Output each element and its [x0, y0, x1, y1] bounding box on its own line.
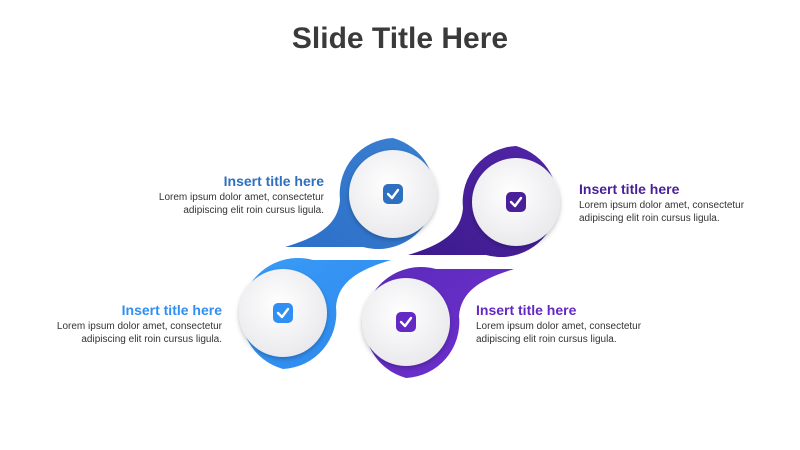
teardrop-bottom-right: [362, 266, 514, 378]
item-title-top-right: Insert title here: [579, 181, 680, 197]
item-desc-top-right: Lorem ipsum dolor amet, consectetur adip…: [579, 200, 800, 225]
desc-line-1: Lorem ipsum dolor amet, consectetur: [158, 192, 324, 203]
item-title-bottom-left: Insert title here: [121, 302, 222, 318]
item-title-bottom-right: Insert title here: [476, 302, 577, 318]
desc-line-1: Lorem ipsum dolor amet, consectetur: [56, 321, 222, 332]
text-block-bottom-left: Insert title here Lorem ipsum dolor amet…: [0, 302, 222, 346]
check-icon: [396, 312, 416, 332]
slide-title: Slide Title Here: [291, 22, 509, 55]
item-desc-bottom-left: Lorem ipsum dolor amet, consectetur adip…: [0, 321, 222, 346]
desc-line-2: adipiscing elit roin cursus ligula.: [579, 212, 720, 224]
desc-line-2: adipiscing elit roin cursus ligula.: [81, 333, 222, 345]
check-icon: [506, 192, 526, 212]
desc-line-1: Lorem ipsum dolor amet, consectetur: [476, 321, 642, 332]
item-desc-top-left: Lorem ipsum dolor amet, consectetur adip…: [64, 192, 324, 217]
desc-line-2: adipiscing elit roin cursus ligula.: [183, 204, 324, 216]
item-desc-bottom-right: Lorem ipsum dolor amet, consectetur adip…: [476, 321, 736, 346]
item-title-top-left: Insert title here: [223, 173, 324, 189]
text-block-top-right: Insert title here Lorem ipsum dolor amet…: [579, 181, 800, 225]
teardrop-top-right: [408, 146, 560, 258]
teardrop-bottom-left: [239, 257, 391, 369]
text-block-bottom-right: Insert title here Lorem ipsum dolor amet…: [476, 302, 736, 346]
desc-line-1: Lorem ipsum dolor amet, consectetur: [579, 200, 745, 211]
text-block-top-left: Insert title here Lorem ipsum dolor amet…: [64, 173, 324, 217]
check-icon: [383, 184, 403, 204]
check-icon: [273, 303, 293, 323]
teardrop-top-left: [285, 138, 437, 250]
desc-line-2: adipiscing elit roin cursus ligula.: [476, 333, 617, 345]
